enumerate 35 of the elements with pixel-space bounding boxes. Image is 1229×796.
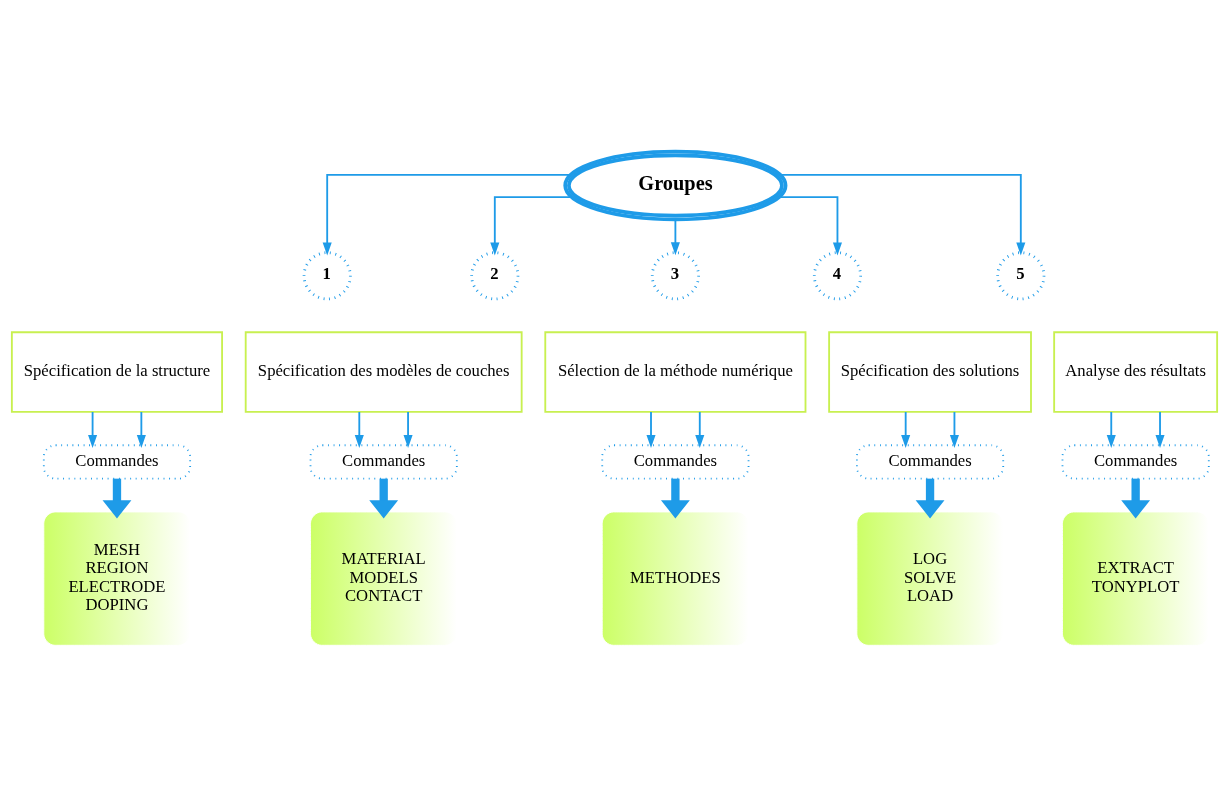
arrow <box>779 173 1026 255</box>
arrow <box>1155 410 1165 448</box>
arrow <box>490 195 573 255</box>
arrow <box>88 410 98 448</box>
arrow <box>354 410 364 448</box>
arrow <box>136 410 146 448</box>
arrow <box>1106 410 1116 448</box>
arrow <box>695 410 705 448</box>
arrow <box>322 173 572 255</box>
node-circle: 2 <box>470 250 520 300</box>
node-box: Sélection de la méthode numérique <box>544 330 807 413</box>
node-circle: 1 <box>302 250 352 300</box>
arrow <box>949 410 959 448</box>
node-box: Spécification des solutions <box>828 330 1032 413</box>
node-box: Commandes <box>855 443 1005 480</box>
arrow <box>660 478 690 518</box>
node-box: Commandes <box>601 443 750 480</box>
arrow <box>369 478 399 518</box>
node-circle: 5 <box>996 250 1046 300</box>
arrow <box>915 478 945 518</box>
node-box: Commandes <box>42 443 192 480</box>
node-ellipse: Groupes <box>563 149 788 221</box>
arrow <box>1121 478 1151 518</box>
arrow <box>102 478 132 518</box>
node-circle: 4 <box>812 250 862 300</box>
arrow <box>778 195 842 255</box>
node-box: Spécification des modèles de couches <box>244 330 523 413</box>
arrow <box>646 410 656 448</box>
node-circle: 3 <box>650 250 700 300</box>
node-box: Commandes <box>1061 443 1210 480</box>
node-box: Commandes <box>309 443 458 480</box>
arrow <box>403 410 413 448</box>
node-box: Spécification de la structure <box>10 330 223 413</box>
node-box: Analyse des résultats <box>1053 330 1219 413</box>
arrow <box>901 410 911 448</box>
